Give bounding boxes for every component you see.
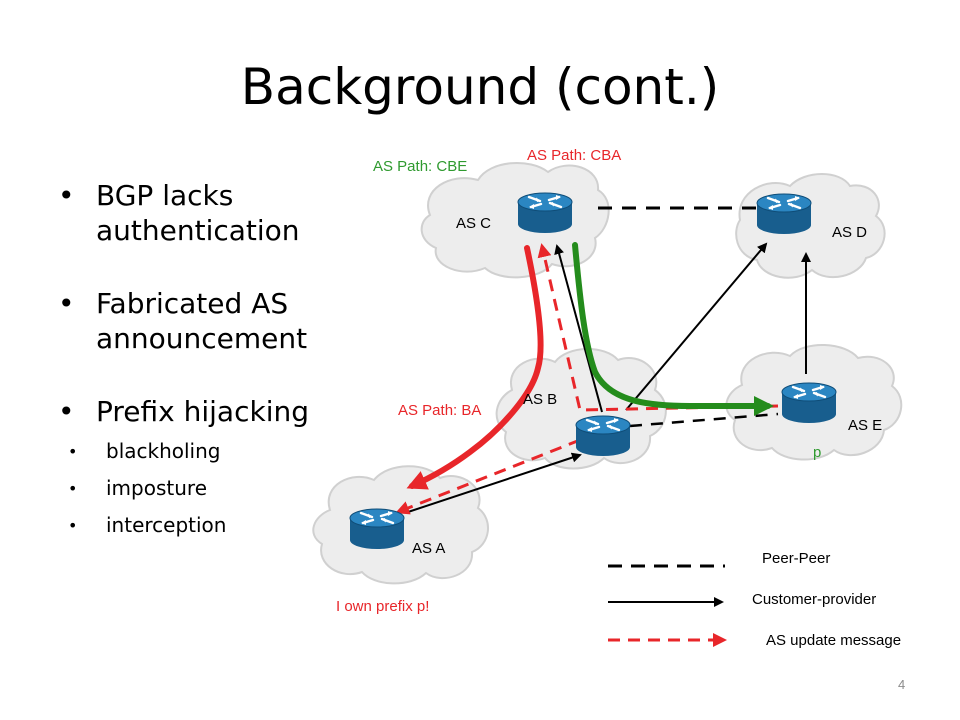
as-path-ba-label: AS Path: BA xyxy=(398,402,481,419)
bullet-text: BGP lacks xyxy=(96,179,234,212)
as-label-d: AS D xyxy=(832,224,867,241)
bullet-fabricated: • Fabricated AS announcement xyxy=(58,286,358,356)
legend-customer-label: Customer-provider xyxy=(752,591,876,608)
router-icon xyxy=(348,507,406,551)
cp-link-b-c xyxy=(554,244,603,413)
sub-bullet-text: interception xyxy=(106,513,227,537)
peer-link-b-e xyxy=(629,412,779,428)
update-msg-b-a xyxy=(395,438,581,515)
page-number: 4 xyxy=(898,677,906,692)
hijack-route-arrow xyxy=(406,245,544,490)
prefix-p-label: p xyxy=(813,444,821,461)
own-prefix-label: I own prefix p! xyxy=(336,598,429,615)
cp-link-a-b xyxy=(407,452,582,513)
bullet-authentication: • BGP lacks authentication xyxy=(58,178,358,248)
bullet-dot: • xyxy=(68,442,78,461)
bullet-text: announcement xyxy=(96,322,308,355)
cp-link-b-d xyxy=(625,242,768,411)
as-label-b: AS B xyxy=(523,391,557,408)
bullet-dot: • xyxy=(68,516,78,535)
legit-route-arrow xyxy=(572,242,774,416)
bullet-dot: • xyxy=(58,395,75,428)
sub-bullet-text: imposture xyxy=(106,476,207,500)
bullet-text: Fabricated AS xyxy=(96,287,289,320)
as-label-c: AS C xyxy=(456,215,491,232)
bullet-dot: • xyxy=(58,179,75,212)
router-icon xyxy=(780,381,838,425)
router-icon xyxy=(755,192,813,236)
sub-bullet-interception: • interception xyxy=(20,507,358,544)
as-path-cba-label: AS Path: CBA xyxy=(527,147,621,164)
as-label-e: AS E xyxy=(848,417,882,434)
router-icon xyxy=(574,414,632,458)
bullet-dot: • xyxy=(58,287,75,320)
bullet-text: authentication xyxy=(96,214,300,247)
sub-bullet-blackholing: • blackholing xyxy=(20,433,358,470)
router-icon xyxy=(516,191,574,235)
cloud-as-c xyxy=(420,162,610,279)
legend-peer-label: Peer-Peer xyxy=(762,550,830,567)
sub-bullet-list: • blackholing • imposture • interception xyxy=(20,433,358,544)
as-label-a: AS A xyxy=(412,540,445,557)
bullet-text: Prefix hijacking xyxy=(96,395,309,428)
bullet-hijacking: • Prefix hijacking xyxy=(58,394,358,429)
bullet-dot: • xyxy=(68,479,78,498)
bullet-list: • BGP lacks authentication • Fabricated … xyxy=(58,178,358,544)
slide-title: Background (cont.) xyxy=(240,58,720,116)
as-path-cbe-label: AS Path: CBE xyxy=(373,158,467,175)
legend-update-label: AS update message xyxy=(766,632,901,649)
sub-bullet-text: blackholing xyxy=(106,439,221,463)
sub-bullet-imposture: • imposture xyxy=(20,470,358,507)
legend: Peer-Peer Customer-provider AS update me… xyxy=(608,550,901,649)
